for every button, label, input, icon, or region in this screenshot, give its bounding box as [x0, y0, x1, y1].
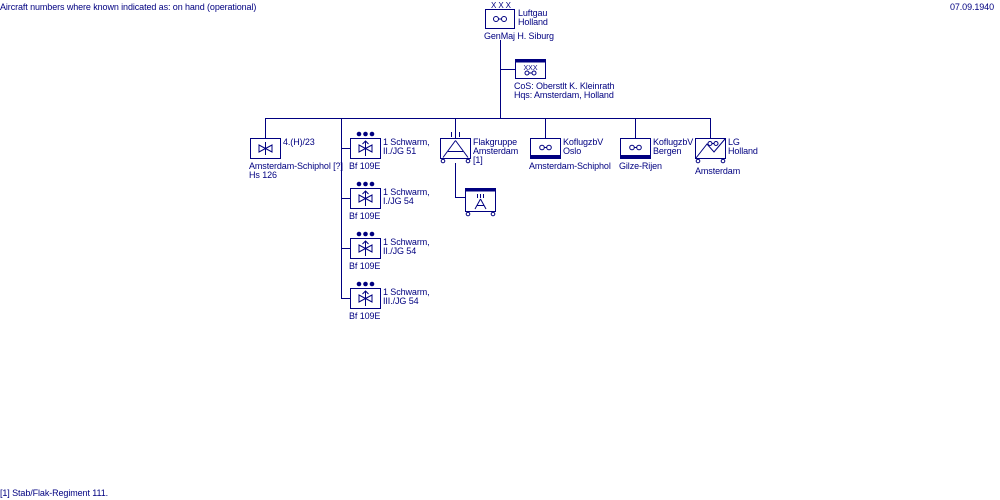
- root-name-line-2: Holland: [518, 17, 548, 27]
- jg54c-aircraft: Bf 109E: [349, 311, 381, 321]
- root-name-line-1: Luftgau: [518, 8, 548, 18]
- staff-line-2: Hqs: Amsterdam, Holland: [514, 90, 614, 100]
- jg54b-aircraft: Bf 109E: [349, 261, 381, 271]
- fighter-symbol-icon: [350, 131, 381, 159]
- footnote: [1] Stab/Flak-Regiment 111.: [0, 488, 109, 498]
- lg-location: Amsterdam: [695, 166, 741, 176]
- fighter-symbol-icon: [350, 281, 381, 309]
- koflug-symbol-icon: [620, 138, 651, 159]
- jg54a-name-1: 1 Schwarm,: [383, 187, 430, 197]
- jg51-name-1: 1 Schwarm,: [383, 137, 430, 147]
- jg54a-name-2: I./JG 54: [383, 196, 414, 206]
- jg51-aircraft: Bf 109E: [349, 161, 381, 171]
- flak-name-2: Amsterdam: [473, 146, 519, 156]
- jg54c-name-1: 1 Schwarm,: [383, 287, 430, 297]
- kofl-oslo-name-2: Oslo: [563, 146, 582, 156]
- aufkl-aircraft: Hs 126: [249, 170, 277, 180]
- staff-line-1: CoS: Oberstlt K. Kleinrath: [514, 81, 615, 91]
- jg54b-name-2: II./JG 54: [383, 246, 417, 256]
- flak-symbol-icon: [440, 132, 471, 164]
- staff-rank-marks: XXX: [523, 65, 537, 72]
- header-date: 07.09.1940: [949, 2, 994, 12]
- kofl-oslo-location: Amsterdam-Schiphol: [529, 161, 611, 171]
- flak-footnote-ref: [1]: [473, 155, 483, 165]
- fighter-symbol-icon: [350, 181, 381, 209]
- kofl-bergen-location: Gilze-Rijen: [619, 161, 662, 171]
- root-rank-marks: XXX: [491, 1, 514, 10]
- luftgau-symbol-icon: [485, 9, 515, 29]
- staff-symbol-icon: XXX: [515, 59, 546, 79]
- kofl-oslo-name-1: KoflugzbV: [563, 137, 604, 147]
- flak-battery-symbol-icon: [465, 188, 496, 217]
- lg-name-2: Holland: [728, 146, 758, 156]
- jg54b-name-1: 1 Schwarm,: [383, 237, 430, 247]
- lg-name-1: LG: [728, 137, 740, 147]
- jg54c-name-2: III./JG 54: [383, 296, 419, 306]
- jg51-name-2: II./JG 51: [383, 146, 417, 156]
- aufkl-location: Amsterdam-Schiphol [?]: [249, 161, 343, 171]
- aufkl-name: 4.(H)/23: [283, 137, 315, 147]
- koflug-symbol-icon: [530, 138, 561, 159]
- jg54a-aircraft: Bf 109E: [349, 211, 381, 221]
- reconnaissance-symbol-icon: [250, 138, 281, 159]
- signals-symbol-icon: [695, 132, 726, 164]
- kofl-bergen-name-1: KoflugzbV: [653, 137, 694, 147]
- kofl-bergen-name-2: Bergen: [653, 146, 682, 156]
- root-commander: GenMaj H. Siburg: [484, 31, 554, 41]
- fighter-symbol-icon: [350, 231, 381, 259]
- flak-name-1: Flakgruppe: [473, 137, 518, 147]
- header-note: Aircraft numbers where known indicated a…: [0, 2, 257, 12]
